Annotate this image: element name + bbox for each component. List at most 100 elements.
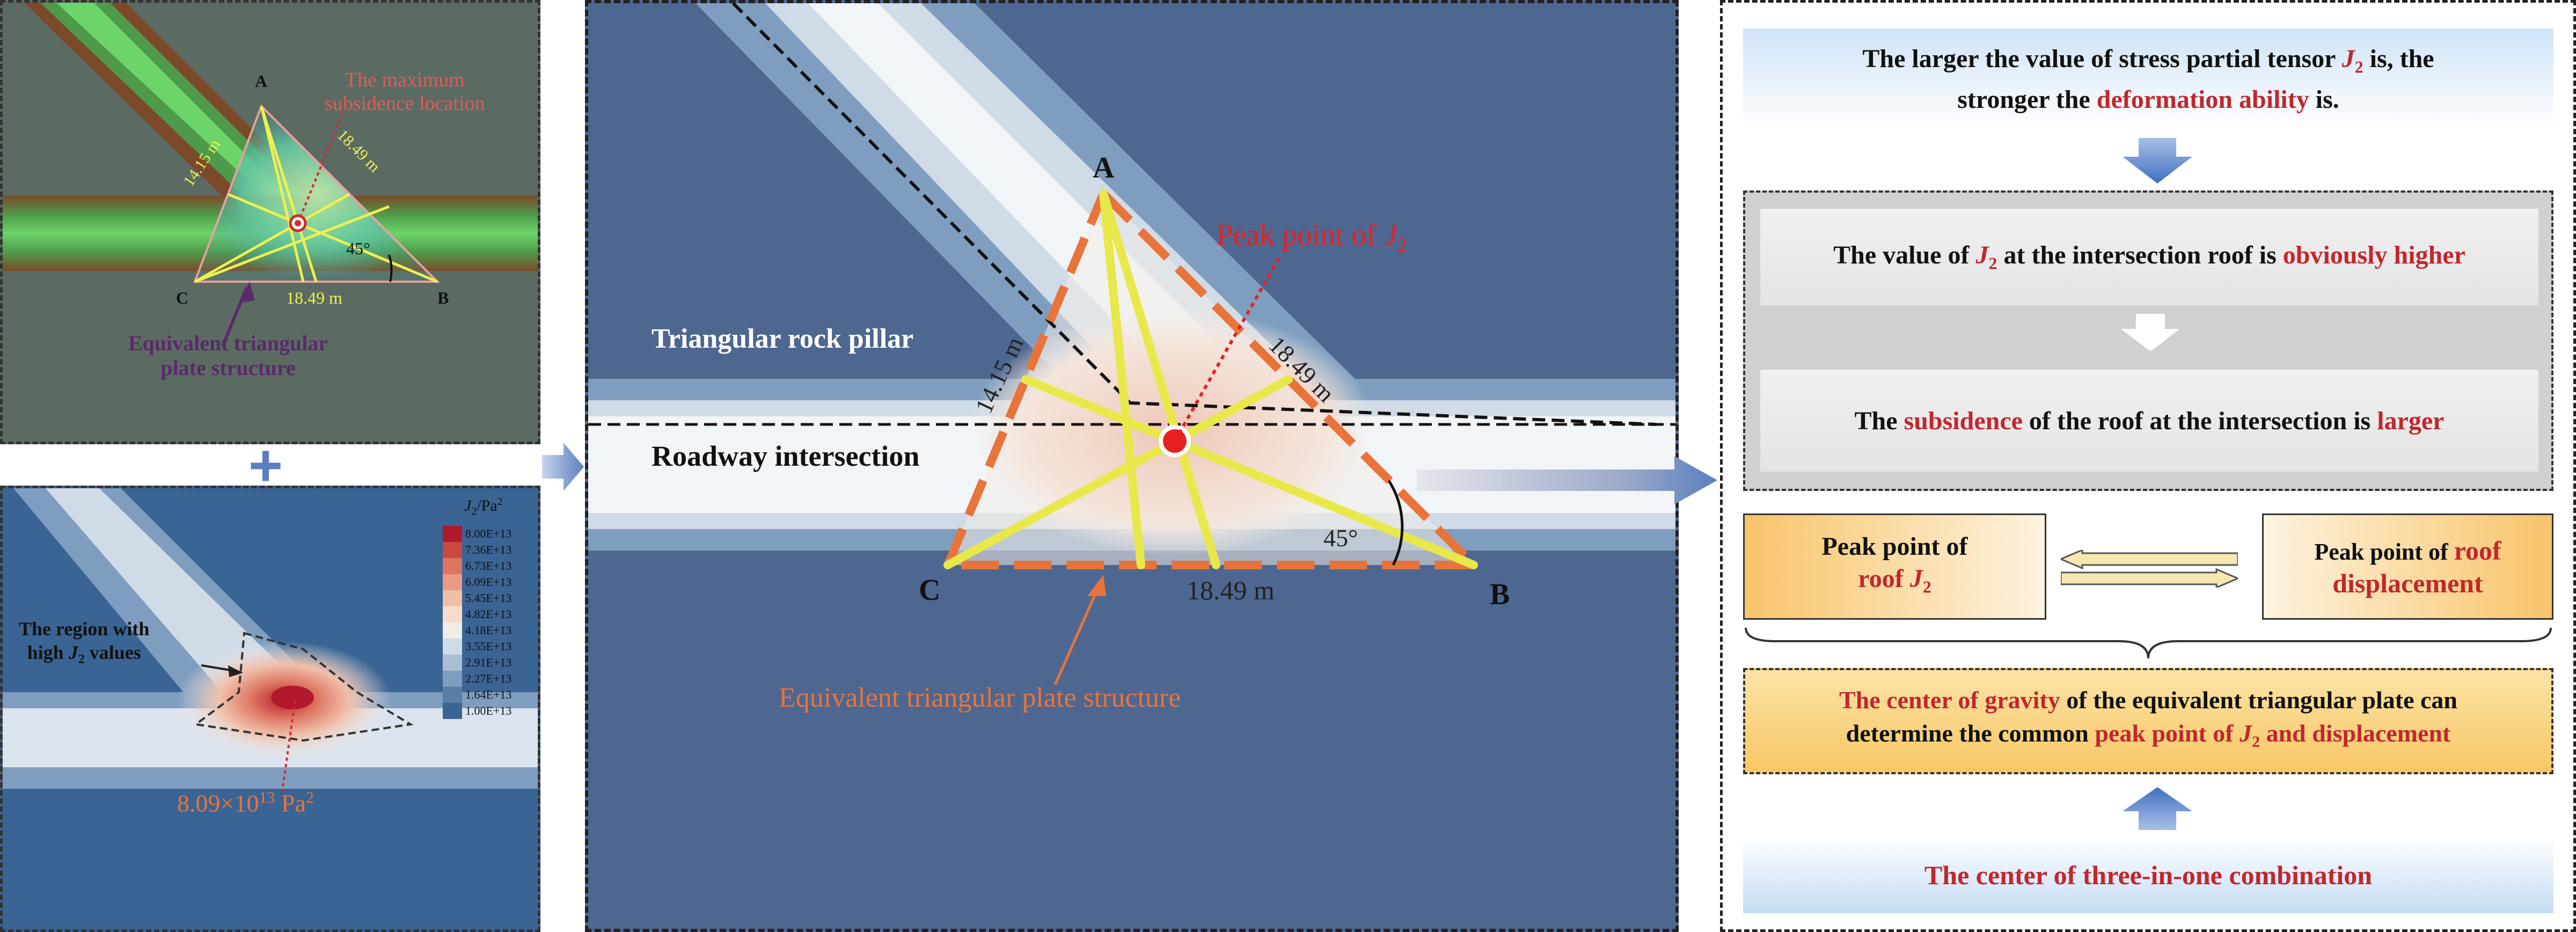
intersection-higher-subscript: 2 [1988,253,1997,273]
middle-figure [588,3,1675,686]
legend-title-unit: /Pa [477,497,497,515]
deformation-line2-b: is. [2309,85,2339,114]
legend-row: 2.91E+13 [443,655,511,671]
middle-angle-arc [1387,480,1404,566]
middle-side-bottom-label: 18.49 m [1187,575,1275,605]
rock-pillar-label: Triangular rock pillar [652,324,914,354]
three-in-one-box: The center of three-in-one combination [1743,837,2553,913]
bottom-region-line2-a: high [27,642,69,663]
middle-vertex-b: B [1490,578,1510,611]
plate-arrow-head [1087,575,1106,596]
intersection-higher-text: The value of J2 at the intersection roof… [1833,240,2465,274]
legend-row: 4.18E+13 [443,622,511,639]
cog-displacement-text: and displacement [2260,719,2451,747]
legend-row: 1.64E+13 [443,687,511,703]
top-plate-line2: plate structure [160,356,296,380]
legend-value: 3.55E+13 [465,640,512,653]
peak-roof-j2-roof: roof [1858,564,1910,593]
larger-word: larger [2377,406,2445,435]
middle-medians [943,189,1478,569]
legend-value: 1.64E+13 [465,688,512,701]
bottom-region-line2: high J2 values [19,641,149,671]
legend-row: 8.00E+13 [443,526,511,542]
deformation-ability-text: deformation ability [2096,85,2309,114]
legend-row: 3.55E+13 [443,639,511,655]
middle-peak-label-text: Peak point of [1216,218,1384,252]
legend-title-symbol: J [464,497,472,515]
peak-roof-j2-line2: roof J2 [1858,563,1931,603]
top-left-figure [3,3,538,347]
roadway-label: Roadway intersection [652,440,920,472]
cog-line1-rest: of the equivalent triangular plate can [2060,686,2457,714]
legend-swatch [443,655,462,671]
legend-swatch [443,526,462,542]
top-max-subsidence-line2: subsidence location [325,92,485,115]
legend-row: 2.27E+13 [443,671,511,687]
middle-plate-label: Equivalent triangular plate structure [779,683,1181,713]
legend-value: 2.27E+13 [465,672,512,685]
legend-row: 1.00E+13 [443,703,511,719]
bottom-peak-value-exp: 13 [259,789,275,806]
bottom-region-symbol: J [68,642,78,663]
intersection-group: The value of J2 at the intersection roof… [1743,190,2553,491]
bottom-region-label: The region with high J2 values [19,617,149,671]
peak-roof-displacement-a: Peak point of [2314,538,2454,565]
legend-value: 4.82E+13 [465,607,512,621]
legend-row: 4.82E+13 [443,606,511,622]
down-arrow-white-icon [2121,314,2180,351]
cog-red-text: The center of gravity [1839,686,2060,714]
legend-swatch [443,622,462,639]
legend-row: 7.36E+13 [443,542,511,558]
subsidence-word: subsidence [1904,406,2023,435]
cog-subscript: 2 [2252,733,2260,751]
triangle-zone [195,106,437,282]
legend-swatch [443,671,462,687]
up-arrow-icon [2123,787,2192,830]
peak-roof-j2-subscript: 2 [1922,577,1931,597]
peak-roof-displacement-roof: roof [2454,535,2501,566]
deformation-line2: stronger the deformation ability is. [1957,83,2339,116]
deformation-line2-a: stronger the [1957,85,2097,114]
middle-panel: A B C 14.15 m 18.49 m 18.49 m 45° Peak p… [585,0,1679,932]
top-vertex-b: B [437,288,449,307]
peak-roof-displacement-line2: displacement [2332,568,2483,598]
deformation-box: The larger the value of stress partial t… [1743,28,2553,130]
legend-swatch [443,687,462,703]
top-vertex-c: C [176,288,189,307]
subsidence-b: of the roof at the intersection is [2022,406,2377,435]
cog-peak-text: peak point of [2095,719,2240,747]
diagonal-roadway-core [56,3,287,207]
bottom-hot-core [271,686,314,709]
down-arrow-1-icon [2123,138,2192,184]
top-plate-label: Equivalent triangular plate structure [99,331,357,380]
bottom-peak-value-sup: 2 [305,789,314,806]
deformation-symbol: J [2341,44,2355,73]
equivalence-arrows-icon [2061,550,2238,588]
bottom-region-arrow-head [228,665,243,677]
top-side-bottom-label: 18.49 m [286,288,342,307]
legend-swatch [443,639,462,655]
subsidence-text: The subsidence of the roof at the inters… [1855,406,2445,436]
middle-vertex-a: A [1093,151,1115,185]
bottom-region-line2-b: values [84,642,141,663]
legend-value: 4.18E+13 [465,623,512,637]
peak-roof-j2-box: Peak point of roof J2 [1743,513,2046,620]
deformation-line1-b: is, the [2363,44,2434,73]
bottom-region-arrow-shaft [201,664,234,672]
middle-angle-label: 45° [1323,524,1358,552]
legend-row: 6.09E+13 [443,574,511,590]
legend-swatch [443,606,462,622]
center-of-gravity-box: The center of gravity of the equivalent … [1743,668,2553,774]
rock-pillar-boundary [731,3,1657,426]
top-vertex-a: A [255,71,268,91]
bottom-peak-value-b: Pa [275,789,306,817]
deformation-line1-a: The larger the value of stress partial t… [1862,44,2342,73]
plate-arrow-shaft [1053,587,1100,686]
cog-line1: The center of gravity of the equivalent … [1839,684,2457,717]
peak-roof-j2-line1: Peak point of [1821,532,1968,561]
legend-value: 2.91E+13 [465,656,512,669]
bottom-region-subscript: 2 [78,652,85,667]
bottom-peak-leader [281,700,296,795]
